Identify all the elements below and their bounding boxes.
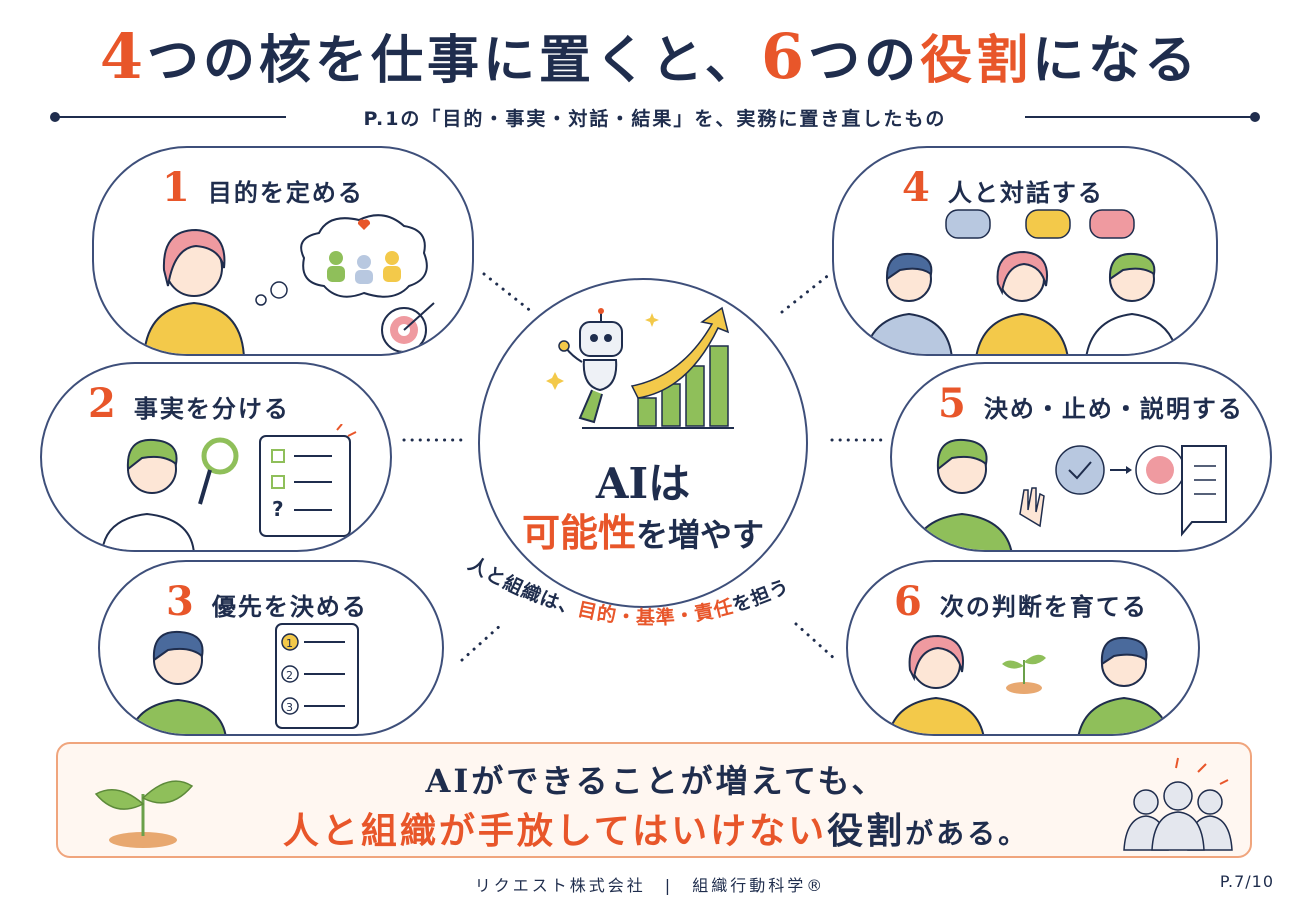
question-mark-icon: ? [272, 497, 284, 521]
subtitle: P.1の「目的・事実・対話・結果」を、実務に置き直したもの [363, 108, 947, 130]
title-accent: 役割 [920, 30, 1033, 91]
center-circle: AIは 可能性を増やす [478, 278, 808, 608]
dialogue-people-icon [864, 209, 1179, 354]
card-number: 6 [894, 578, 922, 625]
card-number: 2 [88, 380, 116, 427]
card-number: 5 [938, 380, 966, 427]
banner-line-2: 人と組織が手放してはいけない役割がある。 [282, 810, 1030, 852]
center-subheading: 可能性を増やす [521, 510, 765, 555]
magnifier-person-icon: ? [101, 424, 357, 550]
role-card-2: 2 事実を分ける ? [40, 362, 392, 552]
card-number: 3 [166, 578, 194, 625]
priority-list-person-icon: 1 2 3 [130, 623, 359, 734]
divider-dot-left [50, 112, 60, 122]
card-title: 次の判断を育てる [939, 593, 1148, 621]
arc-caption: 人と組織は、目的・基準・責任を担う [464, 555, 793, 629]
banner-line-1: AIができることが増えても、 [425, 762, 887, 800]
svg-text:3: 3 [286, 701, 293, 714]
subtitle-row: P.1の「目的・事実・対話・結果」を、実務に置き直したもの [50, 104, 1260, 130]
role-card-6: 6 次の判断を育てる [846, 560, 1200, 736]
card-title: 決め・止め・説明する [983, 395, 1244, 423]
role-card-5: 5 決め・止め・説明する [890, 362, 1272, 552]
page-number: P.7/10 [1219, 872, 1274, 891]
svg-text:2: 2 [286, 669, 293, 682]
message-banner: AIができることが増えても、 人と組織が手放してはいけない役割がある。 [56, 742, 1252, 858]
role-card-1: 1 目的を定める [92, 146, 474, 356]
svg-text:人と組織は、目的・基準・責任を担う: 人と組織は、目的・基準・責任を担う [464, 555, 793, 629]
card-title: 目的を定める [207, 179, 364, 207]
group-people-icon [1123, 757, 1233, 851]
card-title: 人と対話する [947, 179, 1104, 207]
title-number-6: 6 [760, 20, 809, 93]
page-title: 4つの核を仕事に置くと、6つの役割になる [99, 20, 1201, 93]
center-heading: AIは [595, 459, 691, 508]
thinking-person-icon [143, 214, 435, 354]
card-number: 4 [902, 164, 930, 211]
role-card-3: 3 優先を決める 1 2 3 [98, 560, 444, 736]
decide-explain-person-icon [912, 438, 1227, 550]
divider-right [1025, 116, 1253, 118]
card-number: 1 [162, 164, 190, 211]
divider-dot-right [1250, 112, 1260, 122]
role-card-4: 4 人と対話する [832, 146, 1218, 356]
robot-growth-icon [546, 306, 734, 429]
svg-text:1: 1 [286, 637, 293, 650]
sprout-icon [94, 780, 194, 848]
title-number-4: 4 [99, 20, 148, 93]
card-title: 優先を決める [211, 593, 368, 621]
card-title: 事実を分ける [133, 395, 290, 423]
divider-left [56, 116, 286, 118]
footer: リクエスト株式会社 | 組織行動科学® [474, 876, 826, 895]
nurture-sprout-people-icon [887, 634, 1171, 734]
